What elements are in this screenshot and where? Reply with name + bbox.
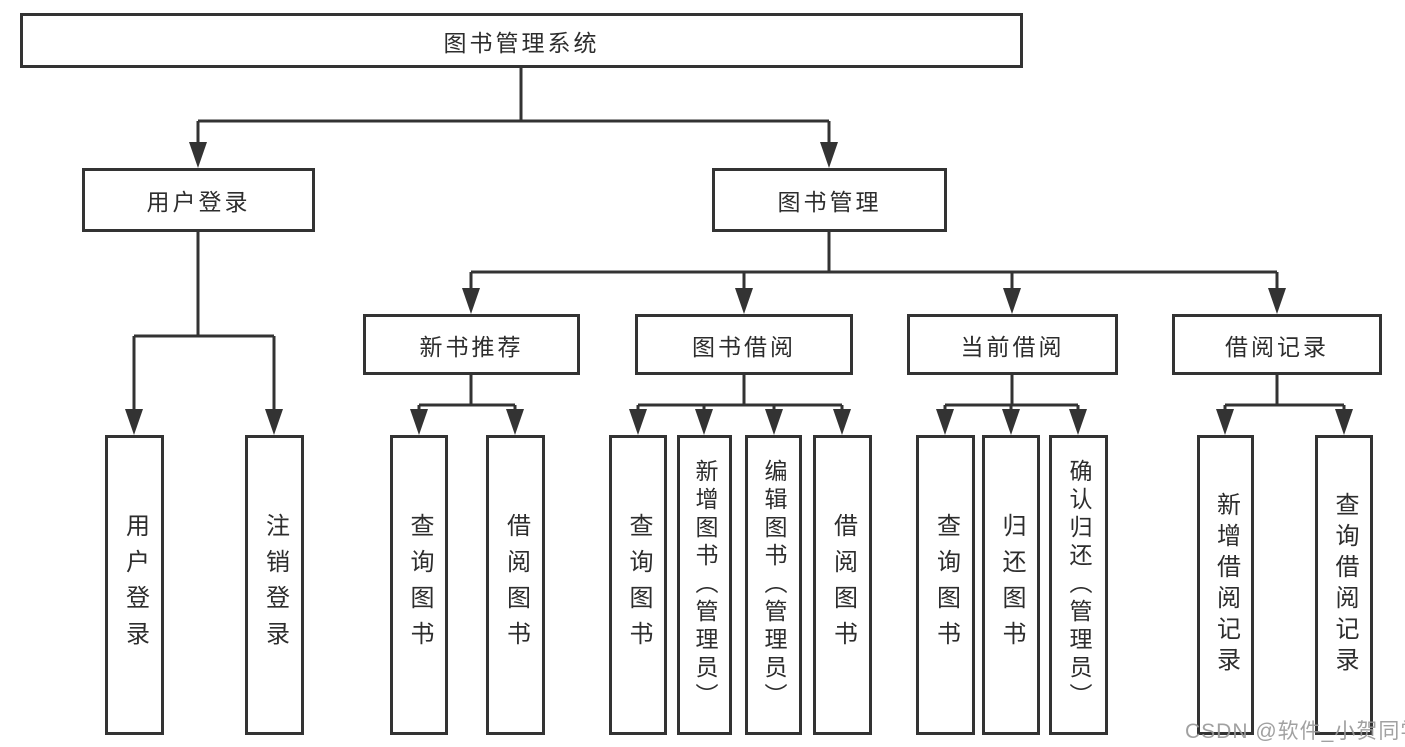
node-label: 图书借阅	[692, 333, 796, 360]
node-user-login: 用户登录	[82, 168, 315, 232]
leaf-query-books: 查询图书	[916, 435, 975, 735]
node-current-borrow: 当前借阅	[907, 314, 1118, 375]
leaf-label: 编辑图书（管理员）	[761, 459, 787, 711]
leaf-label: 查询借阅记录	[1331, 492, 1358, 678]
leaf-label: 新增借阅记录	[1212, 492, 1240, 678]
leaf-query-books: 查询图书	[609, 435, 667, 735]
leaf-confirm-return-admin: 确认归还（管理员）	[1049, 435, 1108, 735]
leaf-query-borrow-record: 查询借阅记录	[1315, 435, 1373, 735]
leaf-label: 用户登录	[121, 513, 149, 657]
leaf-add-book-admin: 新增图书（管理员）	[677, 435, 732, 735]
leaf-borrow-books: 借阅图书	[486, 435, 545, 735]
node-label: 当前借阅	[960, 333, 1065, 360]
node-borrow-records: 借阅记录	[1172, 314, 1382, 375]
leaf-edit-book-admin: 编辑图书（管理员）	[745, 435, 802, 735]
leaf-add-borrow-record: 新增借阅记录	[1197, 435, 1254, 735]
leaf-label: 新增图书（管理员）	[692, 459, 718, 711]
node-book-management: 图书管理	[712, 168, 947, 232]
node-label: 借阅记录	[1225, 333, 1329, 360]
node-label: 新书推荐	[419, 333, 524, 360]
leaf-label: 确认归还（管理员）	[1066, 459, 1092, 711]
leaf-borrow-books: 借阅图书	[813, 435, 872, 735]
node-label: 图书管理系统	[443, 29, 600, 56]
node-library-management-system: 图书管理系统	[20, 13, 1023, 68]
leaf-query-books: 查询图书	[390, 435, 448, 735]
leaf-label: 借阅图书	[502, 513, 530, 657]
node-new-book-recommend: 新书推荐	[363, 314, 580, 375]
node-label: 图书管理	[777, 189, 882, 215]
leaf-label: 查询图书	[625, 513, 652, 657]
watermark: CSDN @软件_小贺同学	[1185, 720, 1405, 743]
leaf-label: 归还图书	[998, 513, 1025, 657]
leaf-label: 借阅图书	[829, 513, 857, 657]
leaf-user-login: 用户登录	[105, 435, 164, 735]
leaf-return-books: 归还图书	[982, 435, 1040, 735]
node-book-borrow: 图书借阅	[635, 314, 853, 375]
leaf-label: 查询图书	[932, 513, 960, 657]
node-label: 用户登录	[146, 189, 251, 215]
leaf-logout: 注销登录	[245, 435, 304, 735]
leaf-label: 查询图书	[406, 513, 433, 657]
leaf-label: 注销登录	[261, 513, 289, 657]
